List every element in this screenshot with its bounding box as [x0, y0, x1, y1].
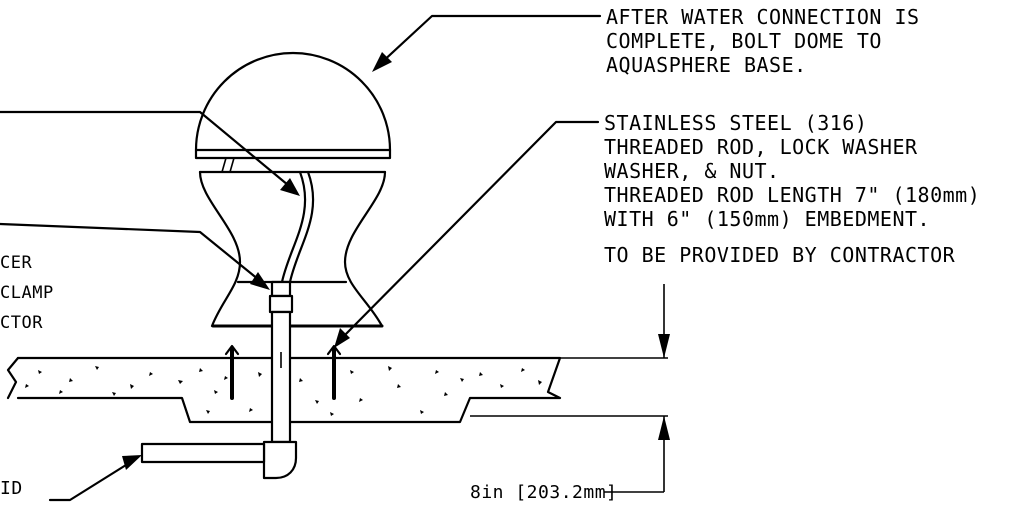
aquasphere-dome — [194, 51, 392, 173]
rod-note-line-4: THREADED ROD LENGTH 7" (180mm) — [604, 183, 980, 207]
rod-note-line-3: WASHER, & NUT. — [604, 159, 780, 183]
rod-note-line-2: THREADED ROD, LOCK WASHER — [604, 135, 918, 159]
dome-note: AFTER WATER CONNECTION IS COMPLETE, BOLT… — [606, 5, 920, 77]
rod-note: STAINLESS STEEL (316) THREADED ROD, LOCK… — [604, 111, 980, 231]
dimension-line — [604, 284, 670, 493]
rod-note-line-5: WITH 6" (150mm) EMBEDMENT. — [604, 207, 930, 231]
dome-note-line-3: AQUASPHERE BASE. — [606, 53, 807, 77]
left-partial-note: CER CLAMP CTOR — [0, 253, 54, 333]
vertical-pipe — [270, 310, 292, 444]
leader-dome-arrow — [372, 14, 602, 72]
left-partial-line-1: CER — [0, 253, 32, 273]
rod-note-line-1: STAINLESS STEEL (316) — [604, 111, 867, 135]
left-partial-line-2: CLAMP — [0, 283, 54, 303]
anchor-rod-left — [224, 344, 240, 400]
leader-tube-arrow — [0, 110, 300, 196]
leader-spacer-arrow — [0, 222, 270, 290]
left-partial-line-3: CTOR — [0, 313, 43, 333]
anchor-rod-right — [326, 344, 342, 400]
dimension-label: 8in [203.2mm] — [470, 482, 617, 503]
dome-note-line-2: COMPLETE, BOLT DOME TO — [606, 29, 882, 53]
water-supply-tube — [268, 170, 315, 314]
pipe-elbow — [140, 440, 298, 480]
leader-pipe-arrow — [48, 455, 142, 502]
leader-rod-arrow — [334, 120, 600, 348]
contractor-note: TO BE PROVIDED BY CONTRACTOR — [604, 243, 956, 267]
dome-note-line-1: AFTER WATER CONNECTION IS — [606, 5, 920, 29]
concrete-slab — [6, 356, 668, 424]
aquasphere-base — [198, 170, 387, 328]
bottom-partial-note: ID — [0, 478, 23, 499]
